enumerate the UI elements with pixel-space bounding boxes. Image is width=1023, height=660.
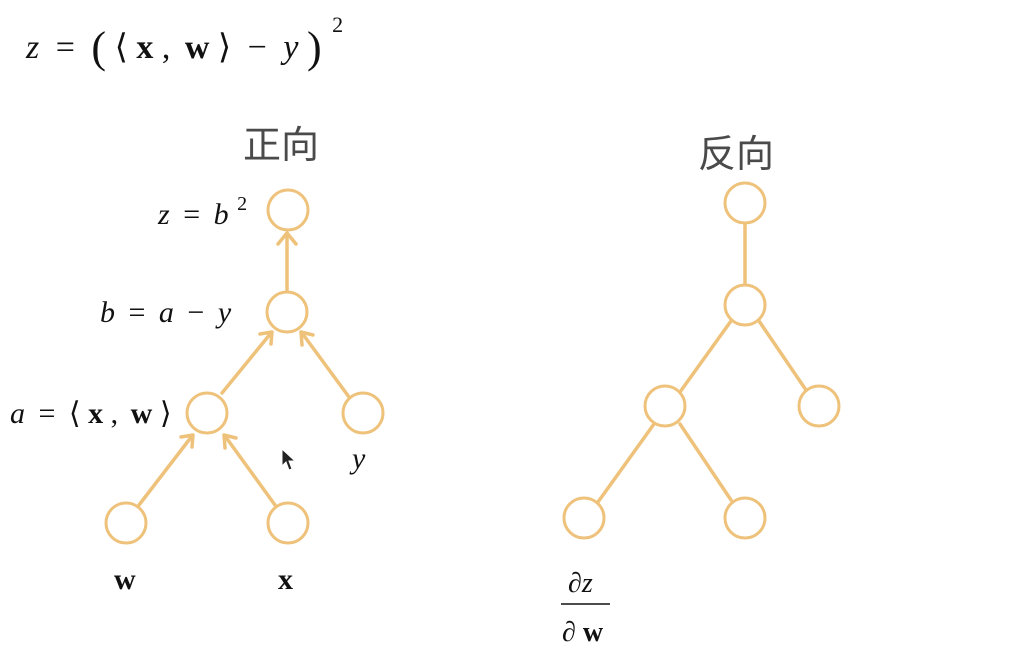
edge-left-to-w	[596, 422, 656, 504]
label-b-eq-a-minus-y: b = a − y	[100, 296, 232, 329]
label-y: y	[349, 442, 366, 475]
arrowhead-w-to-a	[179, 433, 195, 449]
node-a	[185, 391, 229, 435]
formula-x: x	[136, 29, 153, 66]
edge-x-to-a	[223, 434, 277, 507]
formula-exponent: 2	[332, 12, 343, 37]
formula-left-angle: ⟨	[115, 29, 128, 66]
edge-left-to-x	[678, 422, 733, 502]
edge-y-to-b	[300, 331, 351, 399]
label-z-eq-b-squared: z = b 2	[157, 193, 247, 231]
label-w: w	[114, 563, 136, 596]
label-a-eq-inner-product: a = ⟨ x , w ⟩	[10, 397, 172, 430]
formula-right-paren: )	[307, 23, 322, 72]
formula-minus: −	[248, 29, 267, 66]
forward-title: 正向	[243, 123, 319, 167]
svg-text:z = ( ⟨: z = ( ⟨ x , w ⟩ − y ) 2	[25, 12, 343, 72]
label-x: x	[278, 563, 293, 596]
formula-left-paren: (	[91, 23, 106, 72]
node-x	[266, 501, 310, 545]
arrowhead-a-to-b	[258, 330, 274, 346]
formula-z: z	[25, 29, 39, 66]
edge-mid-to-right	[757, 319, 808, 392]
gradient-denominator: ∂ w	[562, 617, 604, 648]
gradient-numerator: ∂z	[568, 568, 593, 599]
forward-graph: 正向 z = b 2 b = a − y	[10, 123, 385, 596]
loss-formula: z = ( ⟨ x , w ⟩ − y ) 2	[25, 12, 343, 72]
edge-a-to-b	[220, 331, 273, 395]
formula-y: y	[280, 29, 299, 66]
backward-node-x	[723, 496, 767, 540]
formula-right-angle: ⟩	[218, 29, 231, 66]
node-b	[265, 290, 309, 334]
backward-title: 反向	[698, 132, 774, 176]
node-w	[104, 501, 148, 545]
backward-node-z	[723, 181, 767, 225]
node-y	[341, 391, 385, 435]
backward-node-w	[562, 496, 606, 540]
formula-equals: =	[56, 29, 75, 66]
backward-graph: 反向 ∂z ∂ w	[561, 132, 841, 648]
edge-w-to-a	[137, 434, 194, 507]
backward-node-a	[643, 384, 687, 428]
formula-w: w	[185, 29, 210, 66]
arrowhead-x-to-a	[222, 433, 238, 450]
mouse-cursor-icon	[281, 447, 297, 471]
formula-comma: ,	[162, 29, 171, 66]
arrowhead-y-to-b	[299, 330, 315, 347]
node-z	[266, 188, 310, 232]
gradient-dz-dw: ∂z ∂ w	[561, 568, 610, 648]
arrowhead-b-to-z	[276, 231, 298, 246]
edge-mid-to-left	[678, 319, 733, 394]
backward-node-y	[797, 384, 841, 428]
backward-node-b	[723, 283, 767, 327]
